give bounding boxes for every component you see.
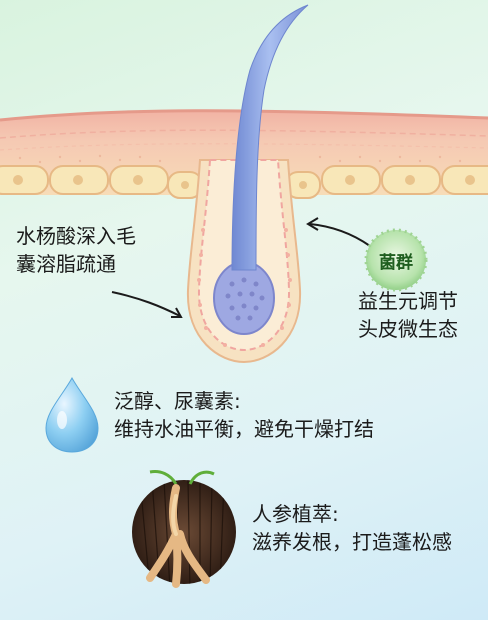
caption-line: 水杨酸深入毛 bbox=[16, 224, 136, 248]
hair-shaft bbox=[231, 4, 309, 271]
caption-line: 维持水油平衡，避免干燥打结 bbox=[114, 417, 374, 441]
bacteria-badge-icon bbox=[364, 228, 428, 292]
water-droplet-icon bbox=[45, 376, 99, 453]
badge-text: 菌群 bbox=[379, 252, 413, 273]
bacteria-badge-label: 菌群 bbox=[368, 232, 424, 288]
probiotic-caption: 益生元调节 头皮微生态 bbox=[358, 287, 458, 343]
caption-line: 滋养发根，打造蓬松感 bbox=[252, 530, 452, 554]
caption-line: 囊溶脂疏通 bbox=[16, 252, 116, 276]
panthenol-caption: 泛醇、尿囊素: 维持水油平衡，避免干燥打结 bbox=[114, 387, 374, 443]
arrow-icon bbox=[111, 291, 183, 318]
salicylic-acid-caption: 水杨酸深入毛 囊溶脂疏通 bbox=[16, 222, 136, 278]
ginseng-icon bbox=[132, 470, 236, 588]
ginseng-caption: 人参植萃: 滋养发根，打造蓬松感 bbox=[252, 500, 452, 556]
caption-line: 人参植萃: bbox=[252, 502, 339, 526]
caption-line: 益生元调节 bbox=[358, 289, 458, 313]
caption-line: 头皮微生态 bbox=[358, 317, 458, 341]
caption-line: 泛醇、尿囊素: bbox=[114, 389, 241, 413]
arrow-icon bbox=[306, 217, 371, 247]
